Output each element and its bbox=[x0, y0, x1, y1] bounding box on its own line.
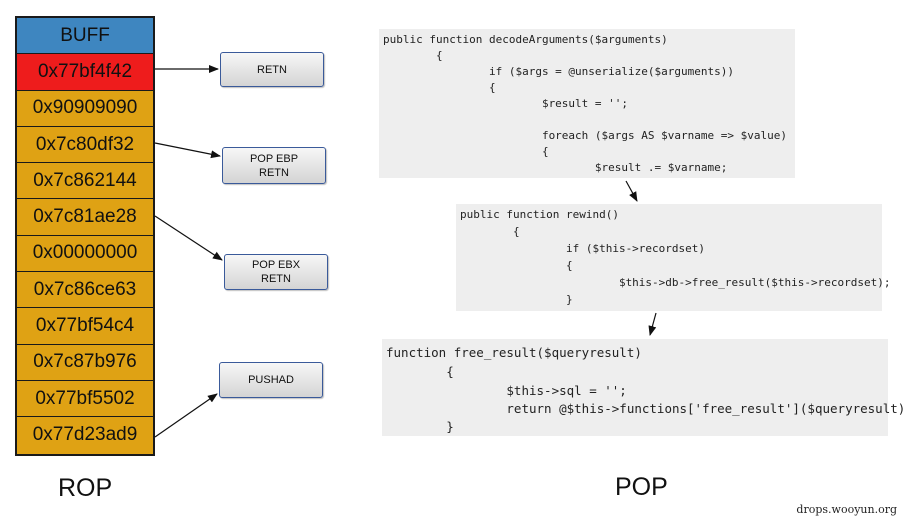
stack-cell: 0x77bf4f42 bbox=[17, 54, 153, 91]
gadget-label: PUSHAD bbox=[248, 374, 294, 386]
code-line: if ($this->recordset) bbox=[460, 242, 706, 255]
code-line: { bbox=[460, 259, 573, 272]
code-line: return @$this->functions['free_result'](… bbox=[386, 401, 903, 416]
code-block-rewind: public function rewind() { if ($this->re… bbox=[456, 204, 890, 311]
stack-cell: 0x90909090 bbox=[17, 90, 153, 127]
code-block-free-result: function free_result($queryresult) { $th… bbox=[382, 339, 903, 436]
gadget-label: POP EBP bbox=[249, 152, 299, 165]
stack-cell: 0x00000000 bbox=[17, 235, 153, 273]
arrow-pop-2-to-3 bbox=[648, 312, 657, 336]
gadget-box-pop-ebx: POP EBX RETN bbox=[224, 254, 328, 290]
stack-cell: 0x77d23ad9 bbox=[17, 417, 153, 454]
code-line: { bbox=[383, 49, 443, 62]
gadget-label: RETN bbox=[261, 273, 291, 285]
arrow-to-pop-ebp bbox=[154, 142, 221, 159]
stack-cell: 0x7c862144 bbox=[17, 163, 153, 200]
gadget-label: RETN bbox=[257, 63, 287, 76]
code-block-decode-arguments: public function decodeArguments($argumen… bbox=[379, 29, 795, 178]
stack-cell: 0x7c81ae28 bbox=[17, 199, 153, 236]
gadget-box-pushad: PUSHAD bbox=[219, 362, 323, 398]
code-line: public function decodeArguments($argumen… bbox=[383, 33, 668, 46]
code-line: if ($args = @unserialize($arguments)) bbox=[383, 65, 734, 78]
arrow-pop-1-to-2 bbox=[625, 180, 638, 202]
code-line: $result .= $varname; bbox=[383, 161, 728, 174]
gadget-box-pop-ebp: POP EBP RETN bbox=[222, 147, 326, 184]
code-line: { bbox=[383, 81, 496, 94]
rop-stack: BUFF 0x77bf4f42 0x90909090 0x7c80df32 0x… bbox=[15, 16, 155, 456]
code-line: public function rewind() bbox=[460, 208, 619, 221]
code-line: $this->sql = ''; bbox=[386, 383, 627, 398]
stack-cell-buff: BUFF bbox=[17, 18, 153, 55]
code-line: foreach ($args AS $varname => $value) bbox=[383, 129, 787, 142]
gadget-label: POP EBX bbox=[251, 259, 301, 271]
rop-caption: ROP bbox=[58, 474, 113, 502]
stack-cell: 0x7c87b976 bbox=[17, 344, 153, 381]
stack-cell: 0x77bf54c4 bbox=[17, 308, 153, 345]
code-line: function free_result($queryresult) bbox=[386, 345, 642, 360]
gadget-box-retn: RETN bbox=[220, 52, 324, 87]
pop-caption: POP bbox=[615, 473, 668, 501]
stack-cell: 0x77bf5502 bbox=[17, 380, 153, 418]
gadget-label: RETN bbox=[259, 166, 289, 179]
code-line: { bbox=[383, 145, 549, 158]
code-line: $this->db->free_result($this->recordset)… bbox=[460, 276, 891, 289]
code-line: } bbox=[386, 419, 454, 434]
stack-cell: 0x7c80df32 bbox=[17, 126, 153, 164]
arrow-to-pop-ebx bbox=[154, 215, 223, 261]
code-line: { bbox=[386, 364, 454, 379]
arrow-to-pushad bbox=[154, 393, 218, 438]
watermark: drops.wooyun.org bbox=[796, 503, 897, 516]
code-line: } bbox=[460, 293, 573, 306]
code-line: { bbox=[460, 225, 520, 238]
code-line: $result = ''; bbox=[383, 97, 629, 110]
stack-cell: 0x7c86ce63 bbox=[17, 272, 153, 309]
